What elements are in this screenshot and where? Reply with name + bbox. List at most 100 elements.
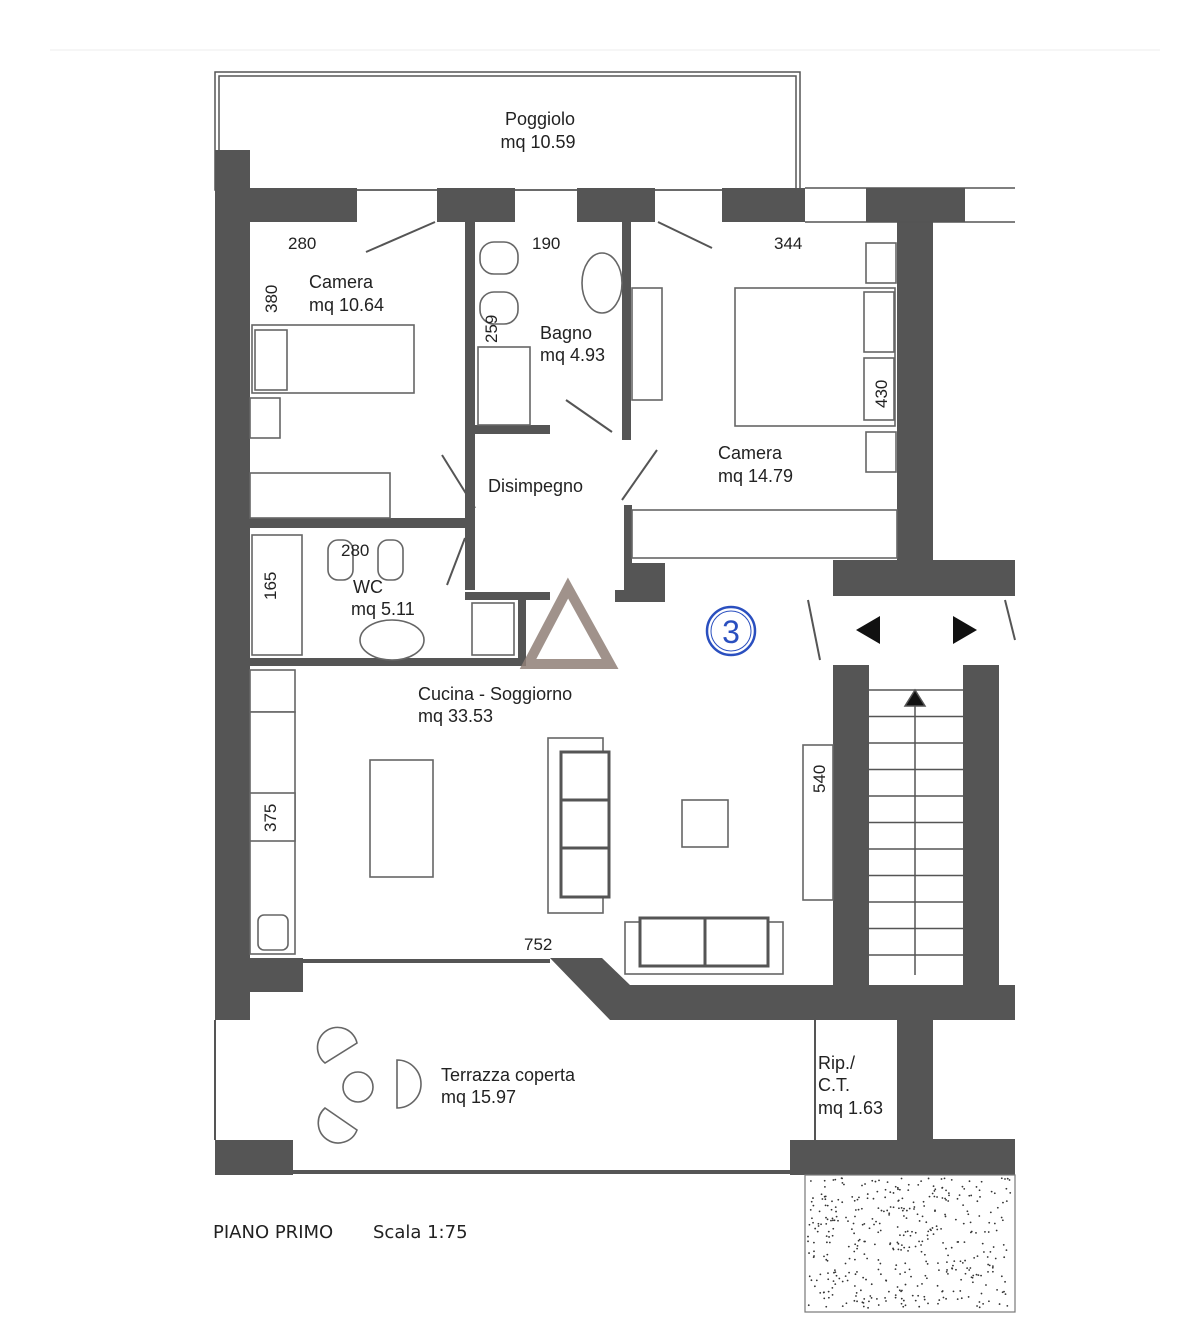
ground-dot [985, 1284, 987, 1286]
ground-dot [945, 1297, 947, 1300]
ground-dot [982, 1302, 985, 1305]
ground-dot [929, 1228, 932, 1231]
ground-dot [918, 1305, 921, 1308]
ground-dot [993, 1192, 996, 1195]
ground-dot [854, 1209, 857, 1211]
ground-dot [834, 1269, 836, 1272]
ground-dot [1003, 1256, 1006, 1259]
ground-dot [1004, 1178, 1006, 1180]
ground-dot [1009, 1192, 1012, 1194]
arrow-left-icon [856, 616, 880, 644]
ground-dot [838, 1277, 841, 1280]
ground-dot [936, 1196, 938, 1198]
ground-dot [879, 1229, 882, 1232]
ground-dot [856, 1198, 859, 1201]
ground-dot [978, 1306, 981, 1309]
ground-dot [862, 1301, 865, 1304]
ground-dot [896, 1186, 899, 1189]
ground-dot [971, 1276, 974, 1279]
ground-dot [833, 1271, 835, 1274]
ground-dot [894, 1268, 897, 1271]
ground-dot [948, 1194, 950, 1197]
wc-area: mq 5.11 [351, 599, 415, 619]
ground-dot [877, 1304, 880, 1306]
ground-dot [866, 1257, 869, 1260]
ground-dot [820, 1223, 822, 1226]
ground-dot [902, 1299, 905, 1302]
ground-dot [944, 1213, 946, 1216]
ground-dot [854, 1258, 856, 1261]
ground-dot [1008, 1179, 1011, 1181]
tv-unit [802, 744, 834, 901]
ground-dot [825, 1235, 828, 1238]
ground-dot [1000, 1216, 1003, 1219]
ground-dot [872, 1197, 875, 1200]
ground-dot [978, 1301, 981, 1303]
ground-dot [848, 1271, 850, 1274]
ground-dot [889, 1206, 892, 1208]
ground-dot [866, 1197, 869, 1200]
ground-dot [989, 1211, 992, 1214]
ground-dot [903, 1246, 906, 1249]
ground-dot [975, 1273, 978, 1276]
ground-dot [834, 1283, 837, 1286]
ground-dot [826, 1253, 829, 1256]
ground-dot [924, 1274, 927, 1277]
ground-dot [950, 1246, 953, 1249]
ground-dot [904, 1304, 907, 1307]
ground-dot [856, 1244, 859, 1247]
ground-dot [967, 1296, 970, 1298]
ground-dot [904, 1231, 907, 1233]
ground-dot [853, 1232, 856, 1235]
ground-dot [867, 1306, 869, 1309]
ground-dot [911, 1294, 914, 1297]
ground-dot [1005, 1187, 1008, 1190]
ground-dot [873, 1223, 875, 1226]
ground-dot [925, 1277, 928, 1280]
ground-dot [962, 1204, 965, 1207]
ground-dot [926, 1238, 929, 1240]
ground-dot [960, 1297, 963, 1300]
ground-dot [947, 1272, 949, 1275]
ground-dot [988, 1221, 991, 1224]
ground-dot [980, 1180, 983, 1183]
ground-dot [853, 1299, 856, 1302]
ground-dot [894, 1294, 897, 1297]
ground-dot [854, 1215, 856, 1218]
ground-dot [912, 1201, 915, 1204]
ground-dot [870, 1297, 873, 1299]
ground-dot [855, 1295, 857, 1297]
ground-dot [885, 1279, 887, 1282]
ground-dot [844, 1262, 847, 1265]
ground-dot [847, 1220, 849, 1223]
ground-dot [832, 1280, 835, 1283]
ground-dot [907, 1189, 910, 1192]
ground-dot [945, 1189, 947, 1192]
ground-dot [831, 1217, 834, 1220]
ground-dot [841, 1280, 844, 1283]
ground-dot [926, 1234, 929, 1237]
ground-dot [914, 1231, 917, 1234]
ground-dot [907, 1183, 910, 1186]
dim-cucina-width: 752 [524, 935, 552, 954]
ground-dot [901, 1289, 903, 1292]
ground-dot [931, 1192, 934, 1195]
ground-dot [813, 1250, 815, 1253]
dim-wc-height: 165 [261, 572, 280, 600]
wc-shower [251, 534, 303, 656]
ground-dot [960, 1278, 963, 1281]
ground-dot [921, 1215, 924, 1218]
ground-dot [884, 1297, 886, 1299]
ground-dot [824, 1198, 827, 1201]
ground-dot [841, 1305, 844, 1308]
ground-dot [975, 1186, 978, 1188]
ground-dot [901, 1209, 904, 1212]
ground-dot [945, 1199, 947, 1201]
ground-dot [970, 1194, 973, 1197]
ground-dot [905, 1217, 908, 1220]
ground-dot [901, 1197, 904, 1200]
ground-dot [830, 1208, 833, 1211]
ground-dot [942, 1296, 945, 1299]
ground-dot [1002, 1243, 1005, 1246]
ground-dot [888, 1213, 891, 1216]
